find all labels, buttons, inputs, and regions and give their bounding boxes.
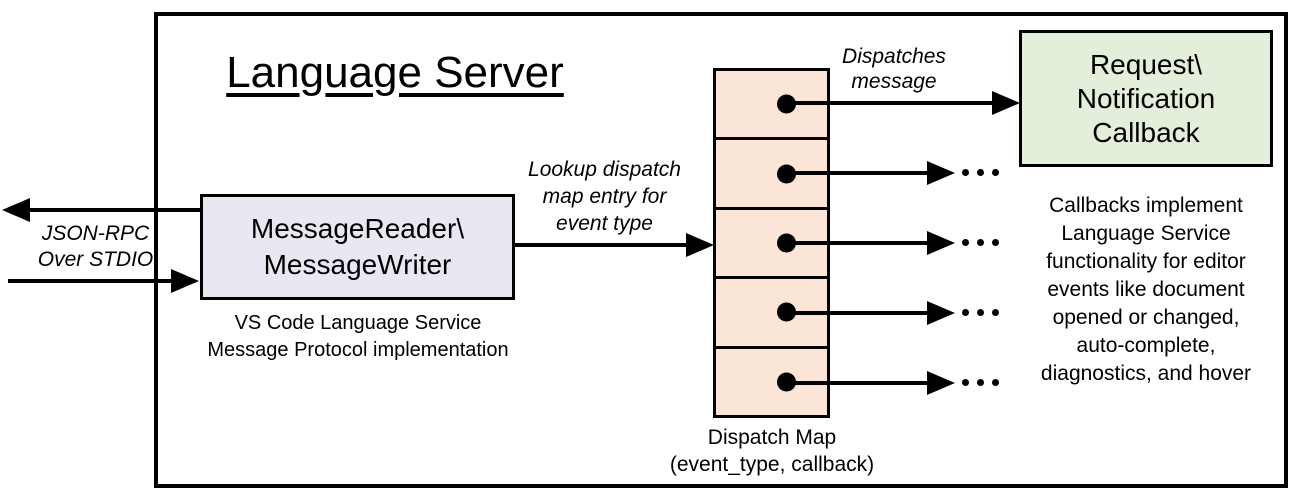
lookup-arrowhead-icon bbox=[686, 233, 714, 257]
dispatches-label-line1: Dispatches bbox=[842, 45, 946, 68]
dispatch-map-cell bbox=[716, 279, 827, 349]
stdio-out-arrow-line bbox=[24, 208, 200, 212]
dispatch-map-cell bbox=[716, 71, 827, 141]
map-entry-dot-icon bbox=[777, 302, 796, 322]
diagram-title: Language Server bbox=[226, 48, 564, 97]
stdio-in-arrow-line bbox=[8, 279, 172, 283]
ellipsis-icon bbox=[962, 309, 999, 316]
stdio-label-line1: JSON-RPC bbox=[41, 222, 150, 245]
lookup-arrow-line bbox=[515, 243, 687, 247]
dispatch-map-cell bbox=[716, 210, 827, 280]
callbacks-note-line: diagnostics, and hover bbox=[1040, 362, 1252, 385]
map-entry-dot-icon bbox=[777, 164, 796, 184]
dispatch-map-cell bbox=[716, 349, 827, 415]
stdio-label: JSON-RPC Over STDIO bbox=[13, 221, 178, 273]
dispatch-arrowhead-icon-2 bbox=[927, 161, 955, 185]
dispatch-arrow-line-1 bbox=[790, 101, 993, 105]
dispatch-arrowhead-icon-4 bbox=[927, 301, 955, 325]
map-caption-line1: Dispatch Map bbox=[707, 426, 837, 449]
dispatch-arrowhead-icon-3 bbox=[927, 231, 955, 255]
dispatch-arrowhead-icon-5 bbox=[927, 371, 955, 395]
dispatch-arrow-line-3 bbox=[790, 241, 928, 245]
callbacks-note-line: Language Service bbox=[1061, 222, 1231, 245]
lookup-label-line1: Lookup dispatch bbox=[528, 158, 681, 181]
dispatch-arrow-line-4 bbox=[790, 311, 928, 315]
dispatches-label-line2: message bbox=[851, 70, 937, 93]
callbacks-note-line: events like document bbox=[1047, 278, 1245, 301]
callback-box-line1: Request\ bbox=[1089, 48, 1203, 80]
map-entry-dot-icon bbox=[777, 372, 796, 392]
dispatch-arrow-line-5 bbox=[790, 381, 928, 385]
dispatch-arrowhead-icon-1 bbox=[992, 91, 1020, 115]
map-entry-dot-icon bbox=[777, 94, 796, 114]
map-caption-line2: (event_type, callback) bbox=[669, 453, 875, 476]
callbacks-note-line: auto-complete, bbox=[1076, 334, 1216, 357]
callbacks-note-line: opened or changed, bbox=[1052, 306, 1240, 329]
callback-box-line2: Notification bbox=[1076, 82, 1216, 114]
ellipsis-icon bbox=[962, 169, 999, 176]
reader-caption: VS Code Language Service Message Protoco… bbox=[172, 310, 544, 364]
dispatch-arrow-line-2 bbox=[790, 171, 928, 175]
callbacks-note-line: Callbacks implement bbox=[1049, 194, 1243, 217]
dispatch-map-caption: Dispatch Map (event_type, callback) bbox=[648, 424, 896, 478]
stdio-out-arrowhead-icon bbox=[2, 198, 30, 222]
lookup-label-line2: map entry for bbox=[542, 185, 667, 208]
reader-caption-line2: Message Protocol implementation bbox=[207, 339, 509, 361]
message-reader-writer-box: MessageReader\ MessageWriter bbox=[200, 194, 515, 300]
stdio-in-arrowhead-icon bbox=[171, 269, 199, 293]
lookup-label-line3: event type bbox=[556, 212, 653, 235]
map-entry-dot-icon bbox=[777, 233, 796, 253]
callback-box-line3: Callback bbox=[1092, 116, 1200, 148]
reader-box-line2: MessageWriter bbox=[263, 249, 452, 280]
stdio-label-line2: Over STDIO bbox=[37, 248, 154, 271]
reader-box-line1: MessageReader\ bbox=[250, 213, 465, 244]
dispatch-map-cell bbox=[716, 140, 827, 210]
dispatches-message-label: Dispatches message bbox=[818, 44, 970, 94]
request-notification-callback-box: Request\ Notification Callback bbox=[1019, 30, 1273, 167]
ellipsis-icon bbox=[962, 239, 999, 246]
reader-caption-line1: VS Code Language Service bbox=[234, 312, 482, 334]
callbacks-note-line: functionality for editor bbox=[1046, 250, 1246, 273]
lookup-label: Lookup dispatch map entry for event type bbox=[502, 156, 707, 237]
ellipsis-icon bbox=[962, 379, 999, 386]
callbacks-note: Callbacks implement Language Service fun… bbox=[1008, 192, 1284, 388]
